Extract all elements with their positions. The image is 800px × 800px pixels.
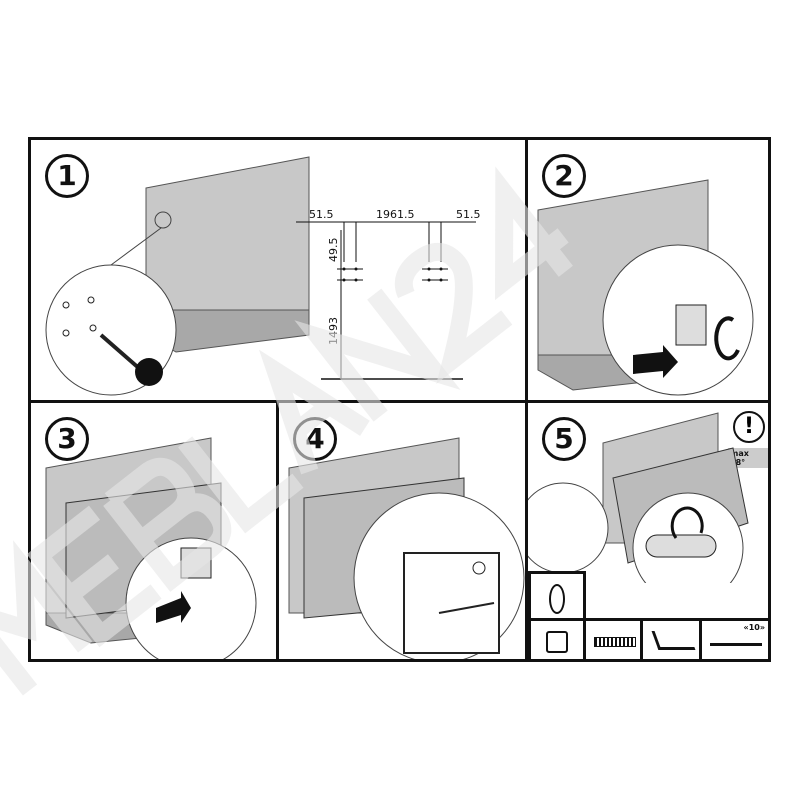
part-wrench: «10» [699, 618, 768, 659]
step-4-panel: 4 [276, 400, 528, 662]
dim-span: 1961.5 [376, 208, 415, 221]
tilt-label: max 18° [728, 448, 768, 468]
dimension-drawing: 51.5 1961.5 51.5 49.5 1493 [296, 208, 481, 380]
part-washer [528, 571, 586, 621]
part-cap-nut [528, 618, 586, 659]
step-3-panel: 3 [28, 400, 279, 662]
cabinet-tilt-illustration [528, 412, 749, 583]
wrench-size: «10» [743, 623, 765, 632]
bolt-icon [594, 637, 636, 647]
cabinet-adjust-illustration [288, 437, 525, 659]
bracket-mounting-illustration [537, 179, 754, 396]
step-number: 5 [542, 417, 586, 461]
cabinet-hanging-illustration [45, 437, 257, 659]
washer-icon [549, 584, 565, 614]
dim-left-offset: 51.5 [309, 208, 334, 221]
dim-right-offset: 51.5 [456, 208, 481, 221]
dim-hole-spacing: 49.5 [327, 238, 340, 263]
part-allen-key [640, 618, 702, 659]
dim-height: 1493 [327, 317, 340, 345]
cap-nut-icon [546, 631, 568, 653]
wrench-icon [710, 643, 762, 646]
step-number: 1 [45, 154, 89, 198]
step-2-panel: 2 [525, 137, 771, 403]
step-5-panel: 5 ! max 18° «10» [525, 400, 771, 662]
warning-icon: ! [733, 411, 765, 443]
allen-key-icon [651, 631, 696, 650]
step-number: 3 [45, 417, 89, 461]
part-bolt [583, 618, 643, 659]
step-1-panel: 1 51.5 1961.5 51.5 49.5 1493 [28, 137, 528, 403]
